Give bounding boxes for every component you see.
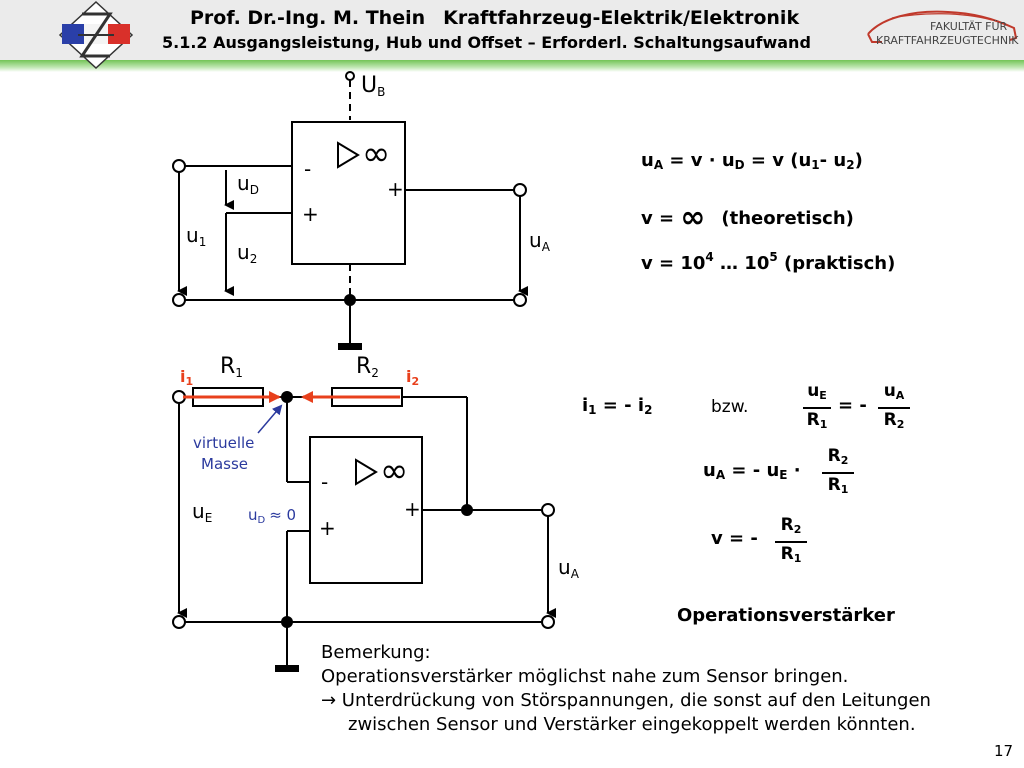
r1-label: R1 bbox=[220, 354, 243, 380]
virtual-ground-pointer bbox=[257, 404, 283, 434]
ua-bottom-label: uA bbox=[558, 555, 580, 581]
formula-gain-definition: uA = v · uD = v (u1- u2) bbox=[641, 150, 863, 172]
header-green-bar bbox=[0, 60, 1024, 72]
caption-opamp: Operationsverstärker bbox=[677, 605, 895, 626]
ud-approx-label: uD≈ 0 bbox=[248, 506, 296, 526]
top-ground-node bbox=[344, 294, 356, 306]
ua-top-label: uA bbox=[529, 228, 551, 254]
bottom-ground-symbol bbox=[275, 665, 299, 672]
remark-line-3: → Unterdrückung von Störspannungen, die … bbox=[321, 690, 931, 711]
node-output bbox=[461, 504, 473, 516]
formula-gain-practical: v = 104 … 105 (praktisch) bbox=[641, 250, 896, 274]
page-number: 17 bbox=[994, 742, 1014, 760]
bzw-text: bzw. bbox=[711, 397, 749, 417]
bottom-minus: - bbox=[321, 470, 328, 494]
remark-line-4: zwischen Sensor und Verstärker eingekopp… bbox=[348, 714, 916, 735]
u1-label: u1 bbox=[186, 223, 206, 249]
top-infinity: ∞ bbox=[362, 134, 390, 174]
bottom-plus-input: + bbox=[319, 516, 336, 540]
top-minus: - bbox=[304, 157, 311, 181]
u2-label: u2 bbox=[237, 240, 257, 266]
faculty-line-2: KRAFTFAHRZEUGTECHNIK bbox=[876, 34, 1019, 47]
formula-inverting-gain: v = - bbox=[711, 528, 758, 549]
remark-line-2: Operationsverstärker möglichst nahe zum … bbox=[321, 666, 849, 687]
formula-output-voltage: uA = - uE · bbox=[703, 460, 801, 482]
top-ground-symbol bbox=[338, 343, 362, 350]
i1-label: i1 bbox=[180, 367, 193, 388]
formula-gain-theoretical: v = ∞(theoretisch) bbox=[641, 200, 854, 235]
top-plus-input: + bbox=[302, 202, 319, 226]
car-outline-logo bbox=[867, 10, 1018, 43]
top-plus-output: + bbox=[387, 177, 404, 201]
bottom-plus-output: + bbox=[404, 497, 421, 521]
ue-label: uE bbox=[192, 499, 212, 525]
i2-label: i2 bbox=[406, 367, 419, 388]
formula-current-relation: i1 = - i2 bbox=[582, 395, 653, 417]
ud-label: uD bbox=[237, 171, 259, 197]
faculty-line-1: FAKULTÄT FÜR bbox=[930, 20, 1008, 33]
supply-label: UB bbox=[361, 73, 385, 99]
equals-minus: = - bbox=[838, 395, 867, 416]
remark-title: Bemerkung: bbox=[321, 642, 431, 663]
node-ground bbox=[281, 616, 293, 628]
top-circuit bbox=[172, 71, 528, 343]
r2-label: R2 bbox=[356, 354, 379, 380]
remark-block: Bemerkung: Operationsverstärker möglichs… bbox=[321, 641, 931, 737]
header-band bbox=[0, 0, 1024, 62]
virtual-ground-line2: Masse bbox=[201, 455, 248, 473]
bottom-circuit bbox=[172, 387, 556, 665]
bottom-infinity: ∞ bbox=[380, 451, 408, 491]
university-logo bbox=[58, 0, 134, 70]
header-title: Prof. Dr.-Ing. M. Thein Kraftfahrzeug-Ele… bbox=[190, 7, 799, 29]
author-name: Prof. Dr.-Ing. M. Thein bbox=[190, 7, 426, 29]
section-title: 5.1.2 Ausgangsleistung, Hub und Offset –… bbox=[162, 33, 811, 52]
node-inverting bbox=[281, 391, 293, 403]
virtual-ground-line1: virtuelle bbox=[193, 434, 254, 452]
course-name: Kraftfahrzeug-Elektrik/Elektronik bbox=[443, 7, 800, 29]
